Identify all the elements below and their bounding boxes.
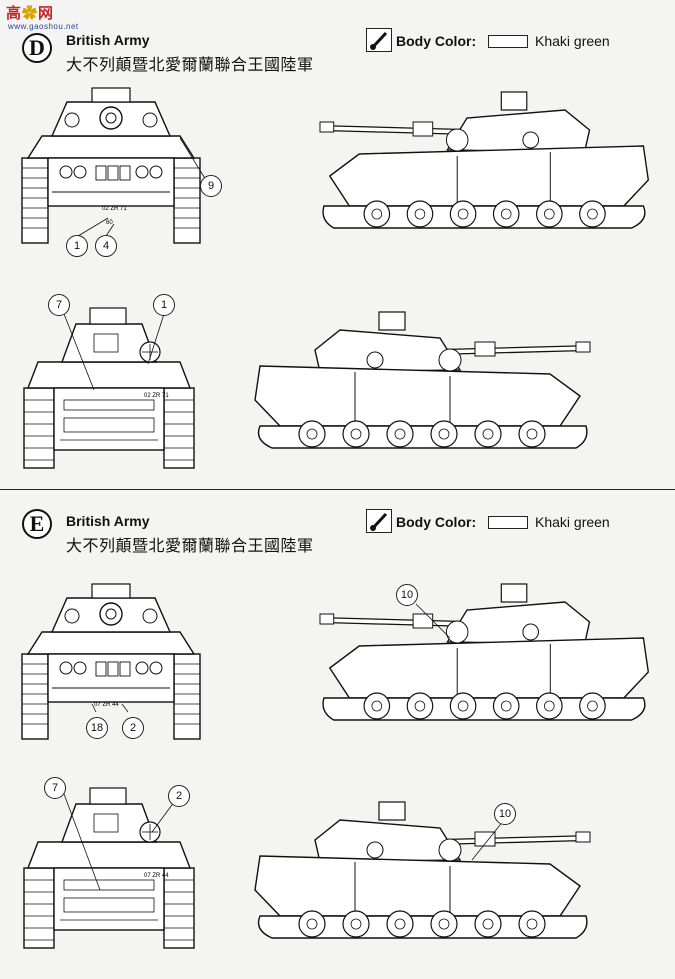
callout-1: 1 xyxy=(153,294,175,316)
watermark-logo: 高✿网 xyxy=(6,5,55,22)
tank-front-view: 07 ZR 44 xyxy=(21,583,201,740)
army-title-cjk: 大不列顛暨北愛爾蘭聯合王國陸軍 xyxy=(66,536,314,555)
rear-plate: 07 ZR 44 xyxy=(144,873,169,879)
section-letter-badge: D xyxy=(22,33,52,63)
body-color-label: Body Color: xyxy=(396,514,477,530)
army-title: British Army xyxy=(66,32,150,48)
callout-7: 7 xyxy=(48,294,70,316)
front-plate: 07 ZR 44 xyxy=(94,702,119,708)
callout-18: 18 xyxy=(86,717,108,739)
rear-plate: 02 ZR 71 xyxy=(144,393,169,399)
army-title: British Army xyxy=(66,513,150,529)
section-d: D British Army 大不列顛暨北愛爾蘭聯合王國陸軍 Body Colo… xyxy=(0,0,675,489)
front-plate: 02 ZR 71 xyxy=(102,206,127,212)
color-swatch xyxy=(488,516,528,529)
tank-front-view: 02 ZR 71 60 xyxy=(21,87,207,244)
watermark-url: www.gaoshou.net xyxy=(8,22,79,31)
callout-7: 7 xyxy=(44,777,66,799)
tank-rear-view: 02 ZR 71 xyxy=(23,307,195,469)
callout-2: 2 xyxy=(122,717,144,739)
paint-brush-icon xyxy=(366,28,392,52)
callout-9: 9 xyxy=(200,175,222,197)
callout-10: 10 xyxy=(396,584,418,606)
section-e: E British Army 大不列顛暨北愛爾蘭聯合王國陸軍 Body Colo… xyxy=(0,490,675,979)
paint-brush-icon xyxy=(366,509,392,533)
tank-side-view-left xyxy=(210,602,650,742)
tank-side-view-right xyxy=(210,820,650,960)
callout-10: 10 xyxy=(494,803,516,825)
tank-side-view-left xyxy=(210,110,650,250)
callout-4: 4 xyxy=(95,235,117,257)
callout-2: 2 xyxy=(168,785,190,807)
tank-side-view-right xyxy=(210,330,650,470)
callout-1: 1 xyxy=(66,235,88,257)
color-name: Khaki green xyxy=(535,33,610,49)
section-divider xyxy=(0,489,675,490)
body-color-label: Body Color: xyxy=(396,33,477,49)
front-number: 60 xyxy=(106,220,113,226)
color-name: Khaki green xyxy=(535,514,610,530)
section-letter-badge: E xyxy=(22,509,52,539)
army-title-cjk: 大不列顛暨北愛爾蘭聯合王國陸軍 xyxy=(66,55,314,74)
color-swatch xyxy=(488,35,528,48)
